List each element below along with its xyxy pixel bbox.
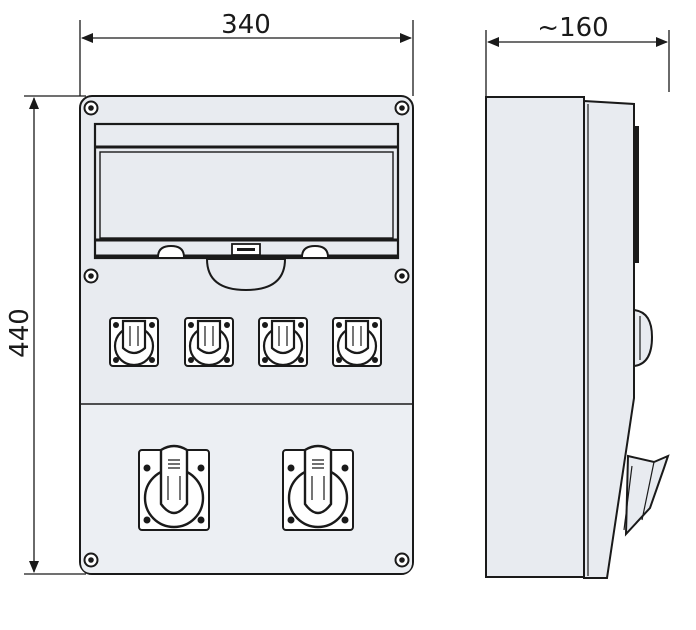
side-cover — [583, 99, 635, 579]
socket-small-4 — [331, 316, 383, 368]
window-handle — [205, 258, 287, 292]
socket-small-3 — [257, 316, 309, 368]
socket-small-1 — [108, 316, 160, 368]
window-latch-left — [157, 244, 185, 258]
breaker-window — [93, 122, 400, 260]
lower-panel — [81, 404, 412, 573]
screw-mid-left — [83, 268, 99, 284]
height-dimension: 440 — [5, 95, 86, 575]
screw-bottom-right — [394, 552, 410, 568]
side-window-edge — [634, 126, 639, 263]
window-latch-right — [301, 244, 329, 258]
socket-large-1 — [137, 444, 211, 532]
screw-top-left — [83, 100, 99, 116]
side-view — [485, 96, 670, 579]
width-label: 340 — [221, 10, 271, 40]
side-body — [485, 96, 585, 578]
screw-top-right — [394, 100, 410, 116]
depth-dimension: ~160 — [485, 13, 670, 96]
front-view — [79, 95, 414, 575]
width-dimension: 340 — [79, 10, 414, 96]
screw-mid-right — [394, 268, 410, 284]
socket-small-2 — [183, 316, 235, 368]
depth-label: ~160 — [537, 13, 608, 43]
height-label: 440 — [5, 308, 35, 358]
screw-bottom-left — [83, 552, 99, 568]
socket-large-2 — [281, 444, 355, 532]
side-socket-small — [633, 308, 654, 368]
